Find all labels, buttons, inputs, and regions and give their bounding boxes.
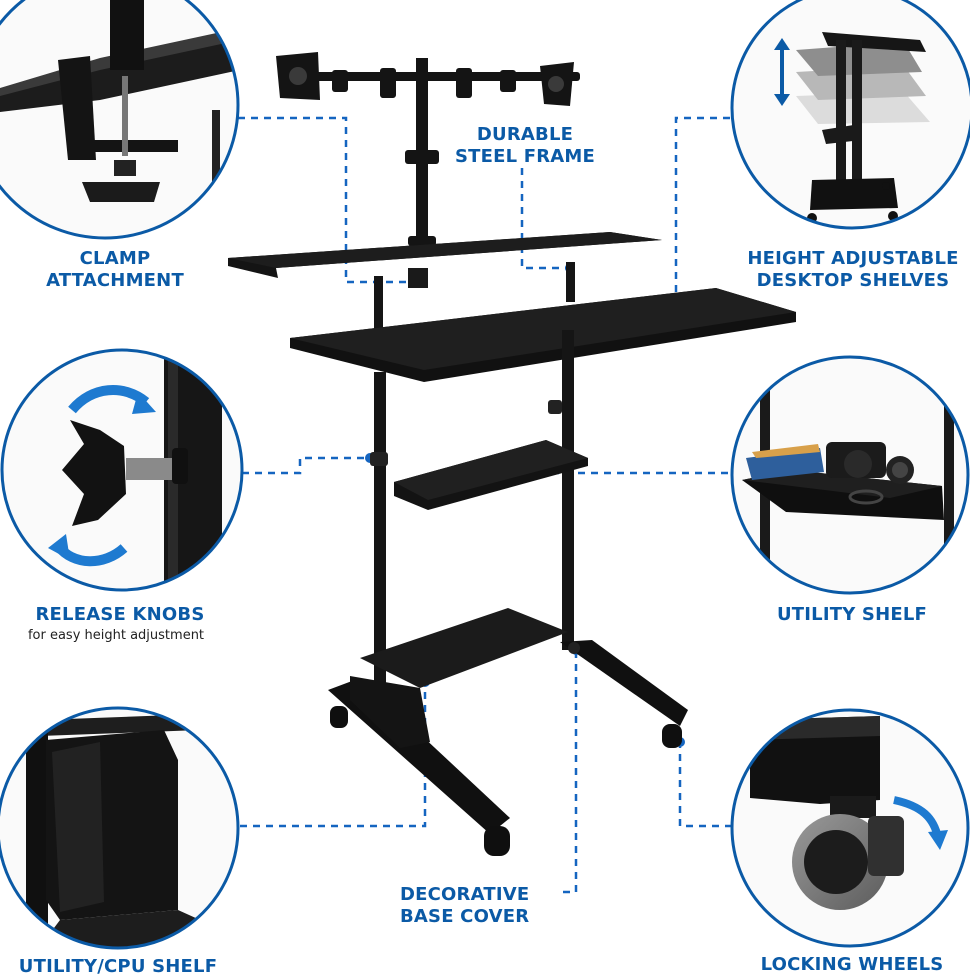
utility-shelf-label: UTILITY SHELF — [776, 604, 928, 625]
height-adjustable-label: HEIGHT ADJUSTABLE DESKTOP SHELVES — [736, 248, 970, 292]
utility-shelf-detail-circle — [730, 355, 970, 595]
steel-frame-label: DURABLE STEEL FRAME — [440, 124, 610, 168]
cpu-shelf — [360, 608, 568, 688]
release-knobs-label: RELEASE KNOBS — [35, 604, 205, 625]
base-cover — [560, 640, 688, 726]
connector-knobs — [242, 456, 370, 475]
steel-frame-label-line2: STEEL FRAME — [454, 146, 596, 167]
connector-wheels — [678, 742, 732, 828]
connector-height — [674, 116, 730, 312]
height-adjustable-label-line1: HEIGHT ADJUSTABLE — [747, 248, 959, 269]
height-detail-circle — [730, 0, 970, 230]
connector-clamp — [238, 116, 418, 284]
base-cover-label-line2: BASE COVER — [400, 906, 530, 927]
height-adjustable-label-line2: DESKTOP SHELVES — [756, 270, 950, 291]
steel-frame-label-line1: DURABLE — [476, 124, 574, 145]
locking-wheels-label: LOCKING WHEELS — [760, 954, 944, 975]
base-cover-label: DECORATIVE BASE COVER — [400, 884, 578, 928]
cpu-shelf-label: UTILITY/CPU SHELF — [18, 956, 218, 977]
workstation-cart — [228, 52, 796, 856]
clamp-label: CLAMP ATTACHMENT — [20, 248, 210, 292]
clamp-detail-circle — [0, 0, 240, 240]
connector-lines — [238, 116, 736, 894]
connector-base-cover — [563, 652, 578, 894]
release-knobs-sublabel: for easy height adjustment — [27, 628, 205, 643]
release-knob-detail-circle — [0, 348, 244, 592]
dual-monitor-mount — [276, 52, 580, 246]
cpu-shelf-detail-circle — [0, 706, 240, 950]
clamp-label-line2: ATTACHMENT — [46, 270, 184, 291]
clamp-label-line1: CLAMP — [79, 248, 151, 269]
connector-frame — [520, 168, 570, 270]
base-cover-label-line1: DECORATIVE — [400, 884, 530, 905]
locking-wheels-detail-circle — [730, 708, 970, 948]
caster-wheels — [330, 642, 682, 856]
